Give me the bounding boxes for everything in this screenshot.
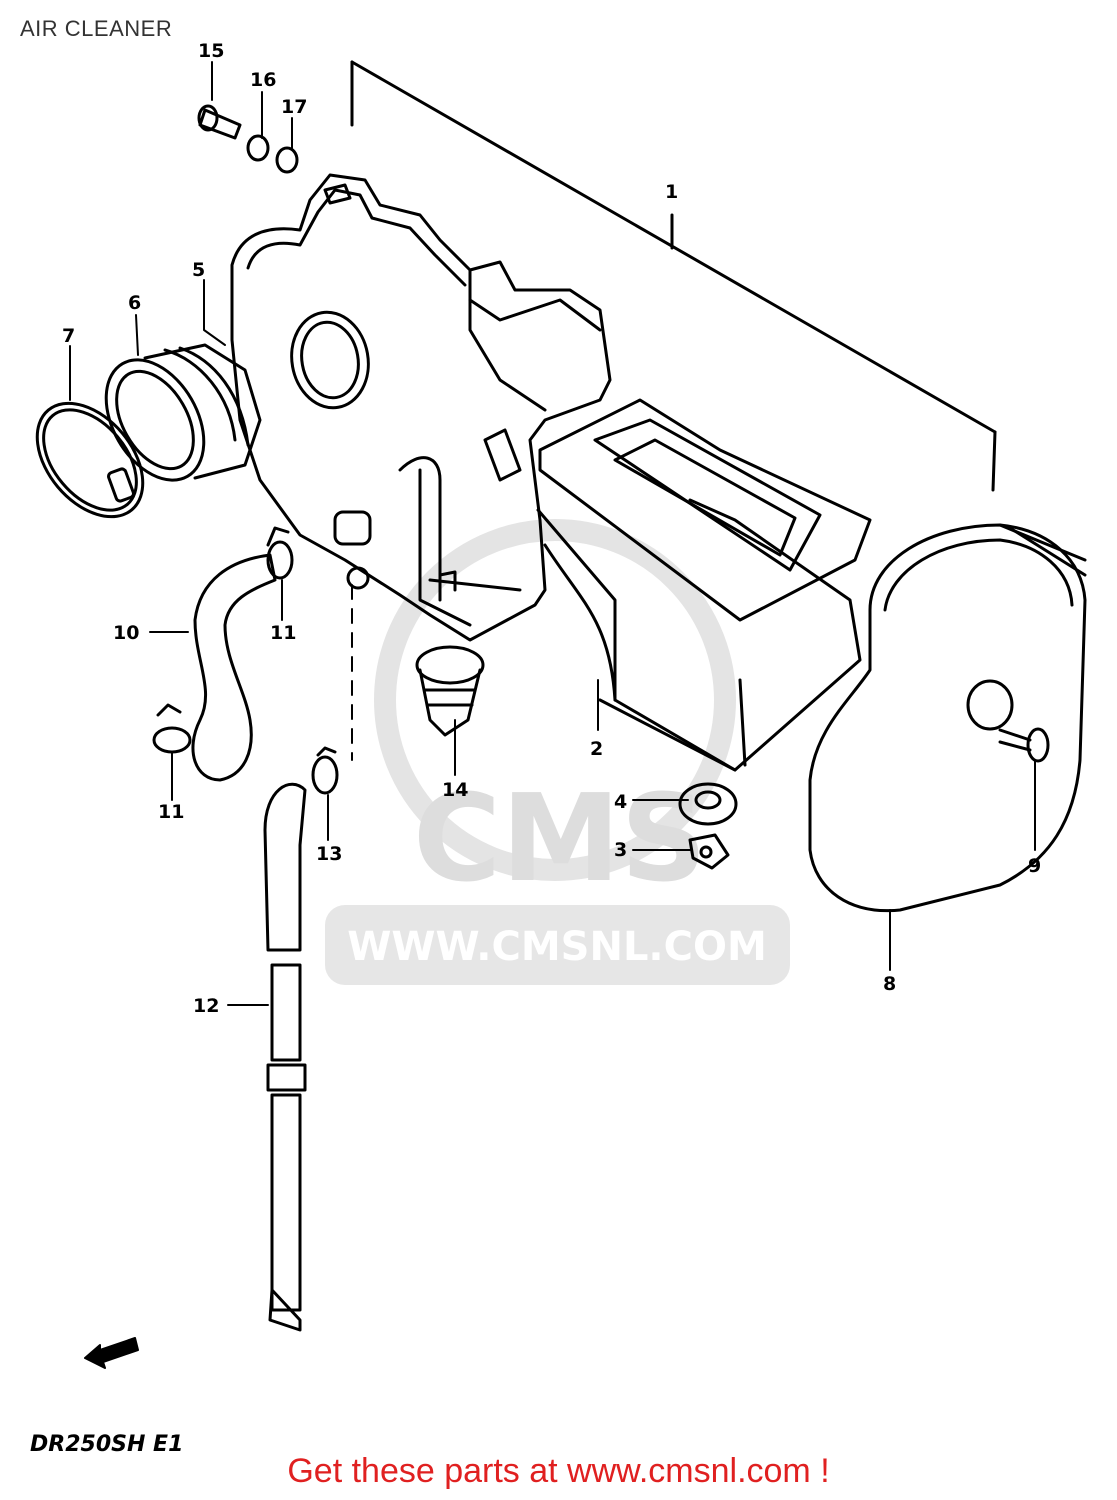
- air-cleaner-housing: [230, 173, 612, 642]
- mounting-bolt: [197, 104, 242, 140]
- callout-5: 5: [192, 259, 205, 281]
- watermark-url: WWW.CMSNL.COM: [347, 924, 767, 970]
- washer: [246, 134, 270, 162]
- callout-12: 12: [193, 995, 219, 1017]
- assembly-bracket: [350, 60, 997, 492]
- cta-link[interactable]: Get these parts at www.cmsnl.com !: [287, 1452, 830, 1490]
- callout-2: 2: [590, 738, 603, 760]
- callout-16: 16: [250, 69, 276, 91]
- callout-15: 15: [198, 40, 224, 62]
- front-direction-arrow-icon: [84, 1337, 139, 1369]
- callout-7: 7: [62, 325, 75, 347]
- callout-labels: 1 2 3 4 5 6 7 8 9 10 11 11 12 13 14 15 1…: [62, 40, 1041, 1017]
- watermark-brand: CMS: [413, 770, 707, 909]
- air-cleaner-cover: [808, 523, 1087, 913]
- callout-13: 13: [316, 843, 342, 865]
- model-code: DR250SH E1: [30, 1432, 184, 1457]
- callout-11-upper: 11: [270, 622, 296, 644]
- cover-screw: [998, 727, 1050, 763]
- callout-11-lower: 11: [158, 801, 184, 823]
- callout-3: 3: [614, 839, 627, 861]
- clamp-ring: [35, 401, 145, 519]
- callout-10: 10: [113, 622, 139, 644]
- callout-6: 6: [128, 292, 141, 314]
- callout-17: 17: [281, 96, 307, 118]
- lock-washer: [275, 146, 299, 174]
- intake-boot: [104, 343, 262, 482]
- callout-14: 14: [442, 779, 468, 801]
- drain-tube: [263, 782, 307, 1332]
- grommet: [678, 782, 738, 826]
- callout-4: 4: [614, 791, 627, 813]
- filter-element: [536, 398, 872, 772]
- drain-plug: [415, 645, 485, 737]
- hose-clamp-upper: [266, 526, 294, 580]
- page-title: AIR CLEANER: [20, 16, 173, 41]
- callout-1: 1: [665, 181, 678, 203]
- breather-hose: [191, 553, 277, 782]
- wing-nut: [688, 833, 730, 870]
- callout-8: 8: [883, 973, 896, 995]
- leader-lines: [69, 61, 1036, 1006]
- hose-clamp-lower: [152, 703, 192, 754]
- callout-9: 9: [1028, 855, 1041, 877]
- drain-clamp: [311, 746, 339, 795]
